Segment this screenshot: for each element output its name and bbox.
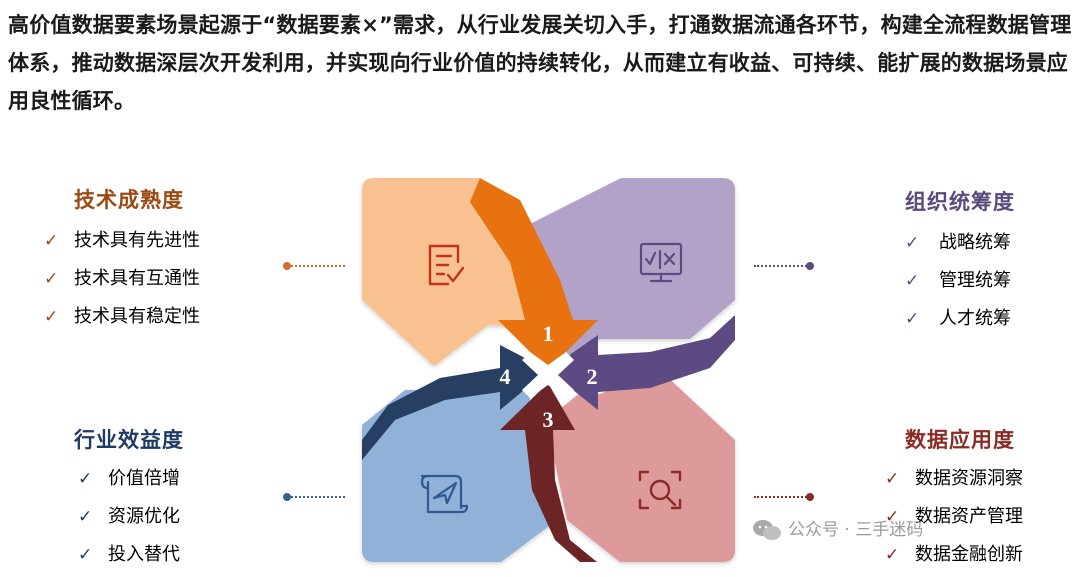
quadrant-4-block	[546, 370, 735, 562]
check-icon: ✓	[44, 231, 59, 251]
connector-dot	[283, 262, 291, 270]
list-item: ✓技术具有稳定性	[44, 298, 200, 336]
connector-industry	[283, 493, 345, 501]
arrow-2	[548, 315, 735, 410]
check-icon: ✓	[905, 309, 920, 329]
list-item: ✓数据资源洞察	[885, 460, 1023, 498]
monitor-check-icon	[639, 242, 683, 283]
check-icon: ✓	[78, 469, 93, 489]
quadrant-2-block	[530, 178, 735, 360]
panel-title: 组织统筹度	[905, 190, 1015, 214]
connector-org	[754, 262, 814, 270]
check-icon: ✓	[78, 507, 93, 527]
check-icon: ✓	[78, 545, 93, 565]
step-number-2: 2	[587, 364, 598, 389]
connector-dot	[283, 493, 291, 501]
connector-tech	[283, 262, 345, 270]
list-item: ✓管理统筹	[905, 262, 1015, 300]
connector-dot	[806, 262, 814, 270]
quadrant-3-block	[362, 372, 557, 562]
list-item: ✓投入替代	[78, 536, 184, 574]
check-icon: ✓	[905, 271, 920, 291]
list-item: ✓战略统筹	[905, 224, 1015, 262]
panel-org-coordination: 组织统筹度 ✓战略统筹 ✓管理统筹 ✓人才统筹	[905, 186, 1015, 338]
list-item: ✓资源优化	[78, 498, 184, 536]
list-item: ✓数据资产管理	[885, 498, 1023, 536]
panel-title: 数据应用度	[905, 428, 1015, 452]
list-item: ✓人才统筹	[905, 300, 1015, 338]
panel-data-application: 数据应用度 ✓数据资源洞察 ✓数据资产管理 ✓数据金融创新	[885, 424, 1023, 574]
paper-plane-scroll-icon	[420, 474, 469, 514]
panel-tech-maturity: 技术成熟度 ✓技术具有先进性 ✓技术具有互通性 ✓技术具有稳定性	[44, 184, 200, 336]
list-item: ✓数据金融创新	[885, 536, 1023, 574]
check-icon: ✓	[44, 307, 59, 327]
connector-dot	[806, 493, 814, 501]
step-number-3: 3	[543, 407, 554, 432]
document-check-icon	[428, 244, 465, 286]
step-number-1: 1	[543, 321, 554, 346]
intro-paragraph: 高价值数据要素场景起源于“数据要素×”需求，从行业发展关切入手，打通数据流通各环…	[8, 13, 1072, 113]
arrow-4	[362, 345, 548, 460]
center-cross	[522, 352, 574, 398]
panel-title: 行业效益度	[74, 428, 184, 452]
check-icon: ✓	[44, 269, 59, 289]
check-icon: ✓	[885, 545, 900, 565]
list-item: ✓技术具有先进性	[44, 222, 200, 260]
arrow-1	[470, 178, 598, 370]
panel-industry-benefit: 行业效益度 ✓价值倍增 ✓资源优化 ✓投入替代	[74, 424, 184, 574]
arrow-3	[500, 383, 597, 562]
list-item: ✓价值倍增	[78, 460, 184, 498]
step-number-4: 4	[500, 364, 511, 389]
wechat-icon	[753, 520, 781, 540]
focus-search-icon	[638, 470, 682, 510]
connector-data	[754, 493, 814, 501]
list-item: ✓技术具有互通性	[44, 260, 200, 298]
panel-title: 技术成熟度	[74, 188, 184, 212]
check-icon: ✓	[885, 507, 900, 527]
check-icon: ✓	[885, 469, 900, 489]
check-icon: ✓	[905, 233, 920, 253]
watermark: 公众号 · 三手迷码	[752, 515, 923, 541]
